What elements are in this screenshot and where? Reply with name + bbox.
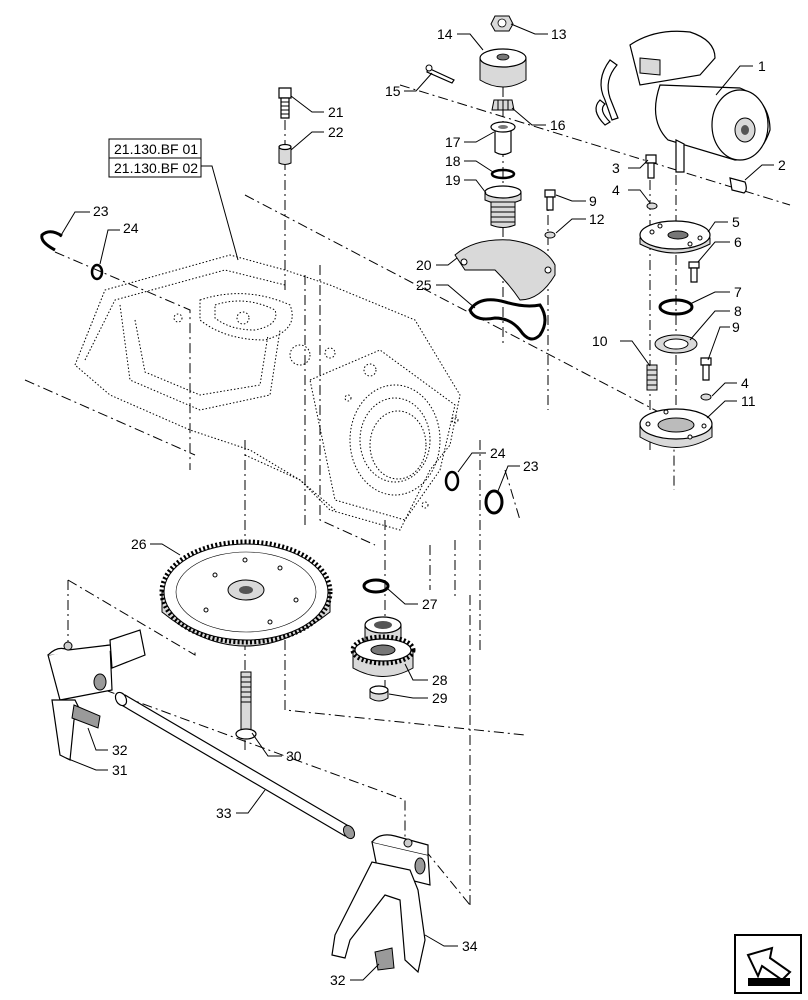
part-28-pinion [350,616,416,677]
part-9-screw-lower [700,357,712,381]
part-13-nut [490,15,514,32]
callout-30[interactable]: 30 [286,748,302,764]
callout-33[interactable]: 33 [216,805,232,821]
part-9-screw-upper [544,189,556,211]
callout-2[interactable]: 2 [778,157,786,173]
callout-4[interactable]: 4 [612,182,620,198]
part-14-cap [479,48,527,88]
callout-34[interactable]: 34 [462,938,478,954]
part-17-sleeve [490,121,516,156]
part-19-fitting [484,185,522,228]
assembly-center-lines [24,84,791,906]
callout-15[interactable]: 15 [385,83,401,99]
callout-leaders [59,23,774,981]
reference-label-1[interactable]: 21.130.BF 01 [114,141,198,157]
callout-23-left[interactable]: 23 [93,203,109,219]
reference-label-2[interactable]: 21.130.BF 02 [114,160,198,176]
reference-boxes: 21.130.BF 01 21.130.BF 02 [108,138,239,261]
part-20-bracket [454,239,556,301]
callout-8[interactable]: 8 [734,303,742,319]
part-10-stud [646,364,658,391]
reference-box-2[interactable] [108,157,202,178]
callout-labels: 1 2 3 4 5 6 7 8 9 10 4 11 9 12 13 14 15 … [93,26,786,988]
part-16-castle-nut [491,99,515,111]
callout-16[interactable]: 16 [550,117,566,133]
transmission-housing [74,254,461,531]
callout-12[interactable]: 12 [589,211,605,227]
callout-10[interactable]: 10 [592,333,608,349]
part-18-o-ring [490,168,516,180]
part-24-o-ring-right [444,470,460,492]
part-11-flange [639,408,713,448]
callout-28[interactable]: 28 [432,672,448,688]
callout-29[interactable]: 29 [432,690,448,706]
part-33-shift-rail [114,691,356,840]
part-22-dowel [278,143,292,165]
part-15-pin [425,64,455,84]
part-29-bushing [369,685,389,702]
part-25-gasket [468,298,547,341]
part-27-o-ring [362,578,390,594]
part-8-washer [654,334,698,354]
callout-7[interactable]: 7 [734,284,742,300]
part-2-key [729,177,747,194]
part-21-bolt [278,87,292,119]
part-5-plate [639,220,711,254]
callout-13[interactable]: 13 [551,26,567,42]
callout-1[interactable]: 1 [758,58,766,74]
callout-4-lower[interactable]: 4 [741,375,749,391]
callout-20[interactable]: 20 [416,257,432,273]
part-1-motor [595,30,771,173]
part-4-washer-lower [700,393,712,401]
callout-32-right[interactable]: 32 [330,972,346,988]
callout-26[interactable]: 26 [131,536,147,552]
callout-25[interactable]: 25 [416,277,432,293]
callout-24-left[interactable]: 24 [123,220,139,236]
callout-6[interactable]: 6 [734,234,742,250]
part-24-o-ring-left [90,263,104,281]
callout-22[interactable]: 22 [328,124,344,140]
callout-19[interactable]: 19 [445,172,461,188]
part-30-bolt [235,671,257,740]
callout-9-lower[interactable]: 9 [732,319,740,335]
next-page-arrow-icon[interactable] [734,934,802,994]
part-4-washer [646,202,658,210]
callout-18[interactable]: 18 [445,153,461,169]
callout-31[interactable]: 31 [112,762,128,778]
part-23-snap-ring-left [40,230,63,252]
part-6-screw [688,261,700,283]
callout-21[interactable]: 21 [328,104,344,120]
callout-23-right[interactable]: 23 [523,458,539,474]
callout-5[interactable]: 5 [732,214,740,230]
part-31-shift-fork [47,629,146,761]
callout-14[interactable]: 14 [437,26,453,42]
callout-11[interactable]: 11 [741,393,756,409]
part-3-bolt [645,154,657,179]
part-26-gear [159,539,333,647]
part-12-washer [544,231,556,239]
callout-32-left[interactable]: 32 [112,742,128,758]
callout-27[interactable]: 27 [422,596,438,612]
callout-3[interactable]: 3 [612,160,620,176]
callout-9-upper[interactable]: 9 [589,193,597,209]
part-7-o-ring [658,298,694,316]
part-34-shift-fork [331,834,431,974]
part-23-snap-ring-right [484,489,504,515]
callout-17[interactable]: 17 [445,134,461,150]
callout-24-right[interactable]: 24 [490,445,506,461]
